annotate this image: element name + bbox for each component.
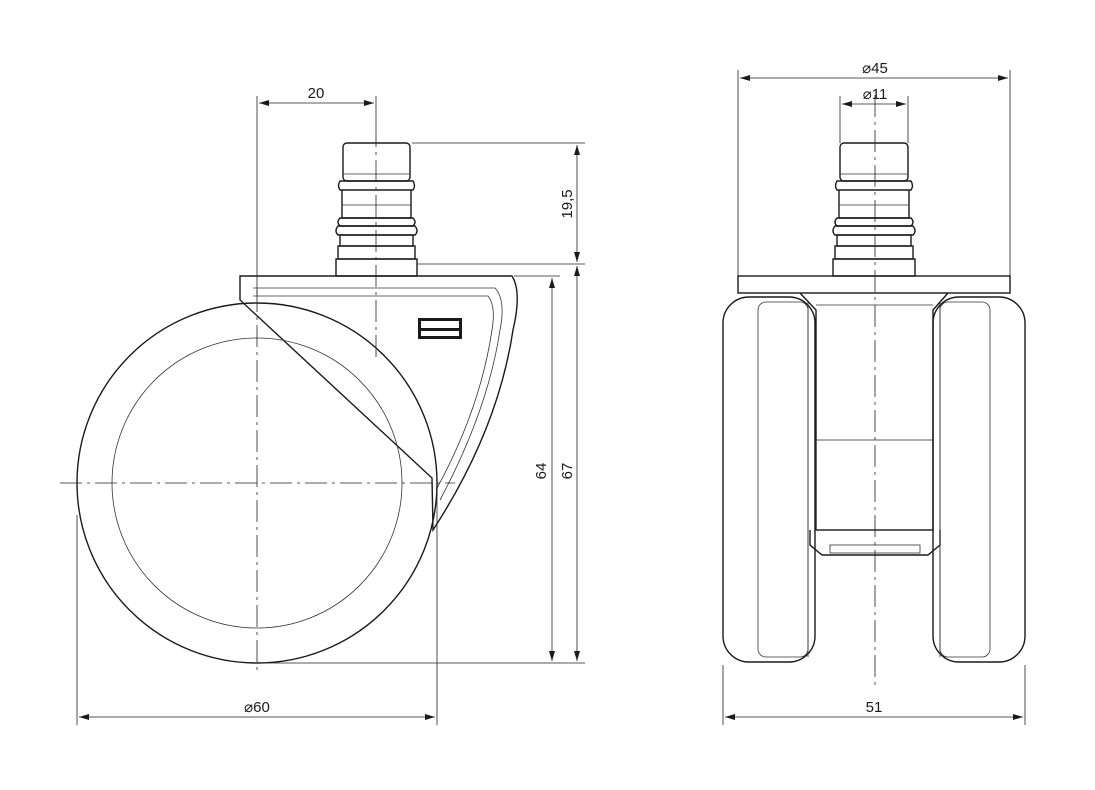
front-stem — [832, 142, 916, 277]
dim-heights: 64 67 — [257, 266, 585, 664]
front-fork — [799, 292, 949, 556]
front-view: ⌀45 ⌀11 51 — [722, 60, 1026, 725]
dim-stem-diameter: ⌀11 — [839, 86, 909, 143]
dim-overall-width: 51 — [722, 665, 1026, 725]
dim-stem-height-label: 19,5 — [559, 189, 576, 218]
brand-badge — [418, 318, 462, 339]
dim-height-total-label: 67 — [559, 463, 576, 480]
dim-plate-diameter: ⌀45 — [737, 60, 1011, 276]
dim-height-inner-label: 64 — [533, 463, 550, 480]
dim-plate-diameter-label: ⌀45 — [862, 60, 888, 77]
front-right-wheel — [932, 296, 1026, 663]
side-view: 20 19,5 64 67 ⌀60 — [60, 85, 585, 725]
dim-stem-offset: 20 — [256, 85, 377, 295]
front-plate — [737, 275, 1011, 294]
dim-stem-offset-label: 20 — [308, 85, 325, 102]
front-left-wheel — [722, 296, 816, 663]
dim-stem-height: 19,5 — [412, 142, 585, 265]
dim-wheel-diameter: ⌀60 — [76, 490, 438, 725]
dim-wheel-diameter-label: ⌀60 — [244, 699, 270, 716]
dim-overall-width-label: 51 — [866, 699, 883, 716]
dim-stem-diameter-label: ⌀11 — [863, 86, 888, 103]
side-stem — [335, 142, 418, 277]
side-housing — [239, 275, 518, 533]
